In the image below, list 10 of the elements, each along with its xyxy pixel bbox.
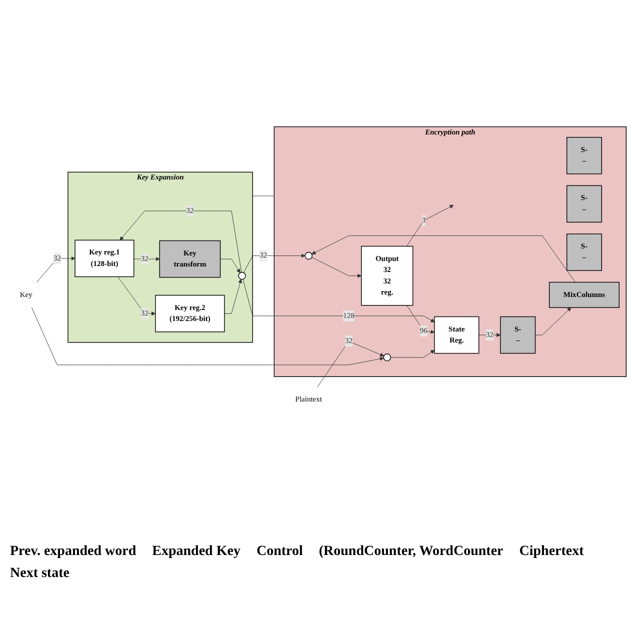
note-text: Prev. expanded word [10,544,136,560]
note-text: Ciphertext [519,544,584,560]
node-circle [383,354,392,362]
connector [252,196,274,197]
note-text: Expanded Key [152,544,240,560]
node-circle [238,272,246,280]
note-text: Next state [10,566,70,582]
node-circle [304,252,313,260]
note-text: (RoundCounter, WordCounter [318,544,504,560]
note-text: Control [256,544,303,560]
